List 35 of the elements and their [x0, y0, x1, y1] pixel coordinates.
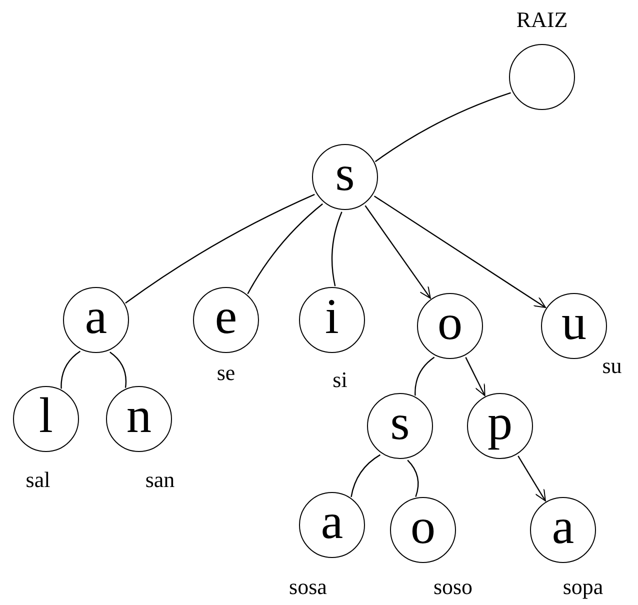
- tree-branch-line: [407, 460, 419, 497]
- node-letter: o: [410, 501, 436, 551]
- word-label: sosa: [289, 576, 327, 598]
- node-letter: u: [562, 297, 586, 347]
- tree-branch-line: [60, 350, 81, 389]
- arrow: [374, 196, 546, 308]
- tree-branch-line: [350, 454, 381, 498]
- word-label: san: [145, 469, 175, 491]
- node-letter: a: [320, 496, 344, 546]
- node-letter: s: [390, 397, 410, 447]
- node-letter: o: [438, 297, 462, 347]
- tree-branch-line: [374, 92, 511, 162]
- word-label: se: [216, 362, 236, 384]
- arrow: [518, 456, 546, 502]
- tree-branch-line: [331, 212, 342, 286]
- word-label: sopa: [562, 576, 604, 598]
- root-label: RAIZ: [516, 9, 568, 31]
- node-letter: a: [552, 501, 574, 551]
- tree-branch-line: [110, 352, 127, 388]
- word-label: soso: [433, 576, 473, 598]
- node-letter: l: [39, 390, 53, 440]
- node-letter: a: [84, 291, 108, 341]
- word-label: su: [602, 355, 622, 377]
- arrow: [465, 357, 486, 396]
- word-label: si: [332, 369, 348, 391]
- tree-branch-line: [247, 203, 323, 294]
- arrow: [364, 205, 431, 299]
- tree-branch-line: [125, 194, 315, 304]
- trie-node-circle: [312, 144, 378, 210]
- node-letter: e: [214, 291, 238, 341]
- node-letter: s: [335, 148, 355, 198]
- tree-branch-line: [414, 356, 435, 396]
- node-letter: i: [325, 291, 339, 341]
- word-label: sal: [26, 469, 50, 491]
- node-letter: n: [126, 390, 152, 440]
